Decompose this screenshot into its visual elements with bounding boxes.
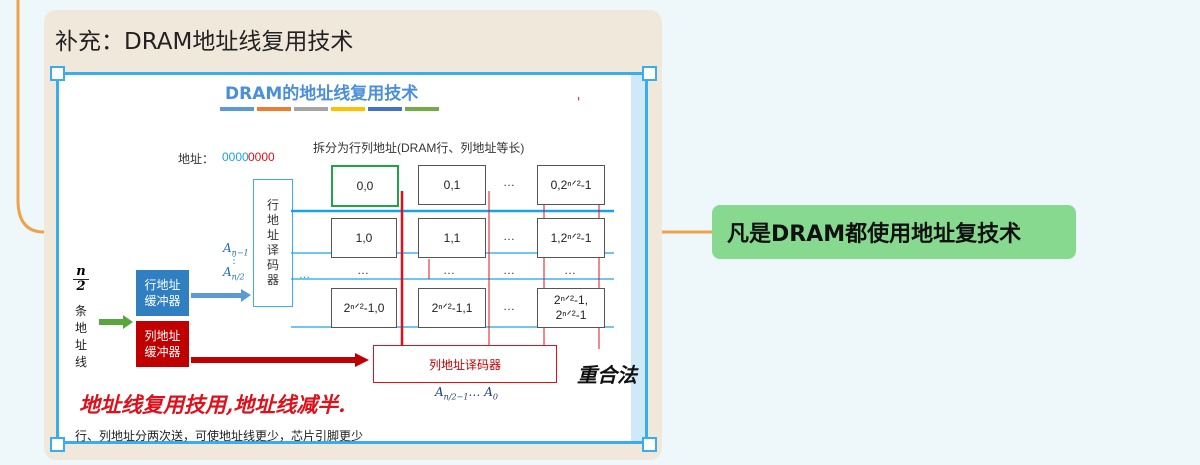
address-low-bits: 0000 [248,150,275,164]
handwritten-note: 地址线复用技用,地址线减半. [79,392,346,417]
a-high-label: An−1 [223,241,249,258]
title-stripe [220,107,439,111]
address-high-bits: 0000 [222,150,249,164]
slide-footer: 行、列地址分两次送，可使地址线更少，芯片引脚更少 [75,429,364,443]
input-arrow [99,315,133,329]
address-lines-label: 条地址线 [75,304,88,369]
cell-0-0: 0,0 [331,165,399,207]
row-decoder: 行地址译码器 [253,179,293,307]
cell-2-2: … [503,263,515,277]
attached-image[interactable]: DRAM的地址线复用技术 地址： 0000 0000 拆分为行列地址(DRAM行… [56,72,648,444]
row-ellipsis: … [299,268,310,281]
resize-handle-top-right[interactable] [642,66,657,81]
n-over-2: n 2 [73,265,89,294]
cell-0-1: 0,1 [418,165,486,205]
cell-3-ellipsis: … [503,299,515,313]
cell-2-3: … [564,263,576,277]
column-decoder: 列地址译码器 [373,345,557,383]
cell-1-ellipsis: … [503,229,515,243]
cell-1-0: 1,0 [331,218,397,258]
cell-1-1: 1,1 [418,218,486,258]
resize-handle-bottom-left[interactable] [50,437,65,452]
cell-3-0: 2ⁿᐟ²-1,0 [331,288,397,328]
topic-title[interactable]: 补充：DRAM地址线复用技术 [55,29,354,55]
subtopic-label[interactable]: 凡是DRAM都使用地址复技术 [727,222,1022,247]
cell-3-1: 2ⁿᐟ²-1,1 [418,288,486,328]
col-buffer-arrow [191,353,369,367]
row-buffer-arrow [191,289,251,302]
handwritten-side-note: 重合法 [577,363,637,387]
a-vdots: ⋮ [229,255,239,266]
cell-0-ellipsis: … [503,175,515,189]
image-right-band [631,75,645,441]
mindmap-subtopic-node[interactable]: 凡是DRAM都使用地址复技术 [712,205,1076,259]
split-caption: 拆分为行列地址(DRAM行、列地址等长) [313,141,525,155]
pen-dot: ' [577,95,581,109]
slide-title: DRAM的地址线复用技术 [225,84,419,104]
cell-0-last: 0,2ⁿᐟ²-1 [537,165,605,205]
resize-handle-top-left[interactable] [50,66,65,81]
resize-handle-bottom-right[interactable] [642,437,657,452]
column-address-buffer: 列地址缓冲器 [136,321,189,367]
cell-1-last: 1,2ⁿᐟ²-1 [537,218,605,258]
address-label: 地址： [178,152,215,166]
cell-3-last: 2ⁿᐟ²-1,2ⁿᐟ²-1 [537,288,605,328]
cell-2-1: … [443,263,455,277]
a-low-label: An/2 [223,265,245,282]
row-address-buffer: 行地址缓冲器 [136,270,189,316]
column-address-range: An/2−1… A0 [435,385,498,402]
cell-2-0: … [357,263,369,277]
